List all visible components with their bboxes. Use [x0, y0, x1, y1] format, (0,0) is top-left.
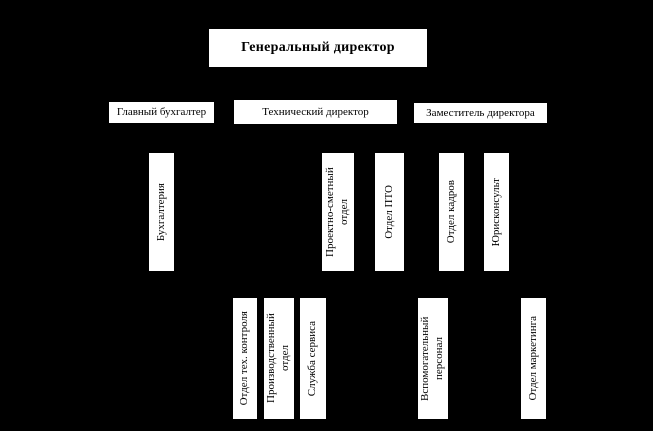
node-accounting: Бухгалтерия	[148, 152, 175, 272]
node-service-department-label: Служба сервиса	[306, 320, 319, 397]
node-hr-department-label: Отдел кадров	[444, 180, 457, 244]
node-chief-accountant-label: Главный бухгалтер	[116, 106, 207, 119]
node-support-staff: Вспомогательный персонал	[417, 297, 449, 420]
node-hr-department: Отдел кадров	[438, 152, 465, 272]
node-production-department-label: Производственный отдел	[265, 313, 291, 404]
node-marketing-department-label: Отдел маркетинга	[526, 316, 539, 401]
node-general-director-label: Генеральный директор	[241, 40, 395, 55]
node-project-estimate-department-label: Проектно-сметный отдел	[324, 167, 350, 257]
node-accounting-label: Бухгалтерия	[154, 182, 167, 242]
node-technical-director: Технический директор	[233, 99, 398, 125]
node-chief-accountant: Главный бухгалтер	[108, 101, 215, 124]
node-tech-control-department-label: Отдел тех. контроля	[238, 311, 251, 406]
node-service-department: Служба сервиса	[299, 297, 327, 420]
node-general-director: Генеральный директор	[208, 28, 428, 68]
node-pto-department: Отдел ПТО	[374, 152, 405, 272]
node-legal-counsel-label: Юрисконсульт	[489, 177, 502, 247]
node-legal-counsel: Юрисконсульт	[483, 152, 510, 272]
node-deputy-director: Заместитель директора	[413, 102, 548, 124]
node-deputy-director-label: Заместитель директора	[426, 106, 535, 119]
node-pto-department-label: Отдел ПТО	[382, 185, 395, 239]
node-project-estimate-department: Проектно-сметный отдел	[321, 152, 355, 272]
node-production-department: Производственный отдел	[263, 297, 295, 420]
node-technical-director-label: Технический директор	[262, 105, 369, 118]
node-tech-control-department: Отдел тех. контроля	[232, 297, 258, 420]
node-marketing-department: Отдел маркетинга	[520, 297, 547, 420]
node-support-staff-label: Вспомогательный персонал	[419, 316, 445, 401]
